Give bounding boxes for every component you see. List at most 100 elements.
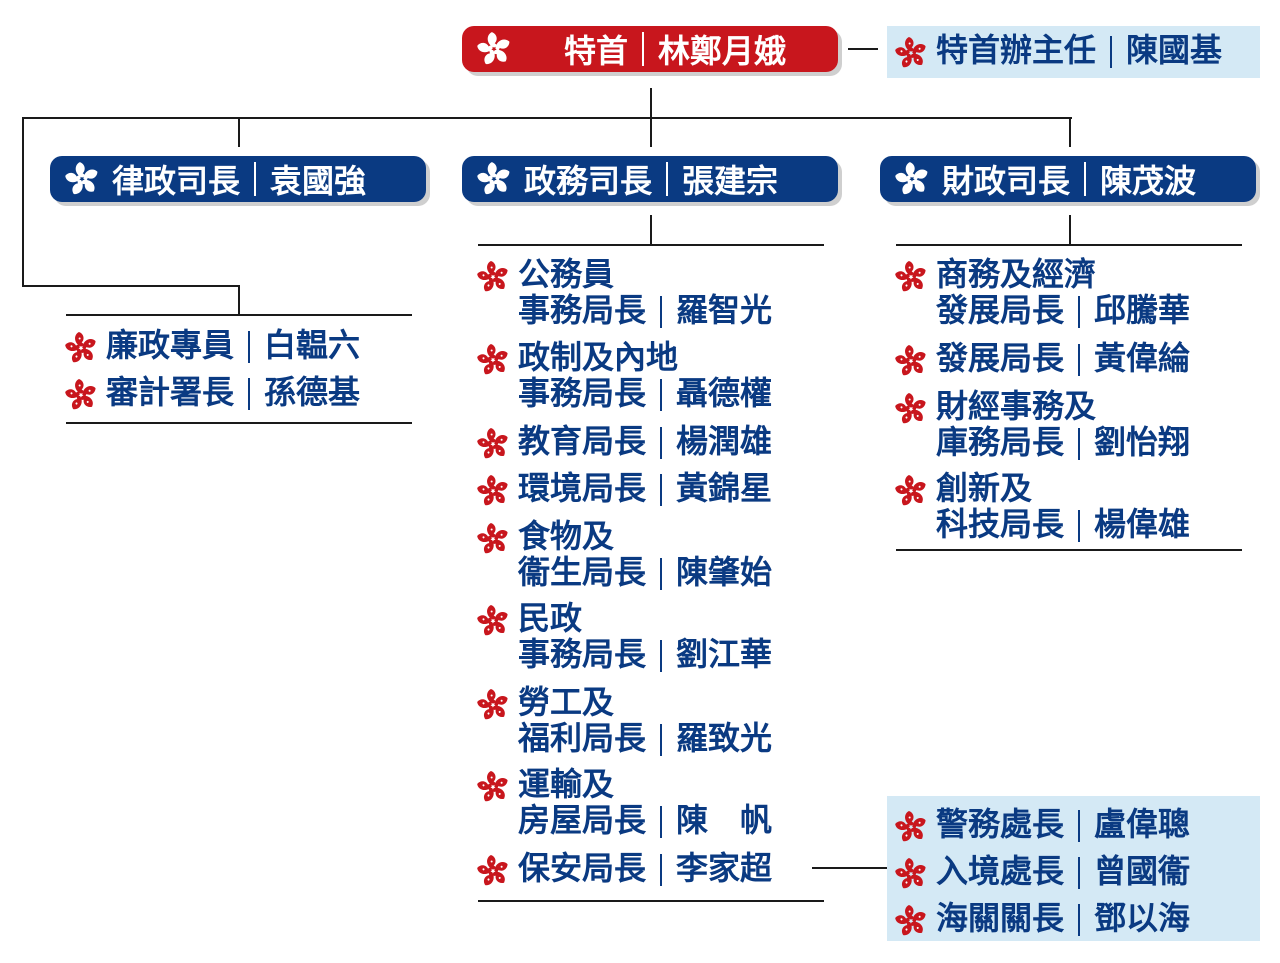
bureau-name: 楊潤雄 xyxy=(676,422,773,460)
bureau-post: 發展局長 xyxy=(936,339,1065,377)
separator xyxy=(248,331,251,363)
bureau-post: 科技局長 xyxy=(936,505,1065,543)
item-name: 白韞六 xyxy=(264,326,361,364)
bureau-post-line1: 食物及 xyxy=(518,517,615,555)
secretary-justice-box: 律政司長 袁國強 xyxy=(50,156,426,202)
bauhinia-icon xyxy=(894,161,936,197)
bureau-name: 聶德權 xyxy=(676,374,773,412)
secretary-post: 財政司長 xyxy=(942,162,1071,200)
connector-left-vertical xyxy=(22,117,24,287)
separator xyxy=(1078,857,1081,889)
fs-bureaus-bottom-rule xyxy=(896,549,1242,551)
secretary-name: 陳茂波 xyxy=(1100,162,1197,200)
item-name: 鄧以海 xyxy=(1094,899,1191,937)
item-post: 審計署長 xyxy=(106,373,235,411)
separator xyxy=(660,474,663,506)
disciplined-services-box xyxy=(887,796,1260,941)
bureau-name: 劉江華 xyxy=(676,635,773,673)
secretary-post: 律政司長 xyxy=(112,162,241,200)
bureau-post-line1: 公務員 xyxy=(518,255,615,293)
separator xyxy=(1078,810,1081,842)
bureau-post-line1: 勞工及 xyxy=(518,683,615,721)
bureau-name: 李家超 xyxy=(676,849,773,887)
separator xyxy=(660,854,663,886)
bureau-post: 發展局長 xyxy=(936,291,1065,329)
fs-bureaus-top-rule xyxy=(896,244,1242,246)
separator xyxy=(1078,344,1081,376)
connector-independent-down xyxy=(238,285,240,315)
chief-post: 特首 xyxy=(564,32,629,70)
connector-left-horizontal xyxy=(22,285,240,287)
separator xyxy=(642,32,645,66)
bureau-post-line1: 民政 xyxy=(518,599,583,637)
separator xyxy=(1078,510,1081,542)
bureau-post-line1: 運輸及 xyxy=(518,765,615,803)
cs-bureaus-bottom-rule xyxy=(478,900,824,902)
financial-secretary-box: 財政司長 陳茂波 xyxy=(880,156,1256,202)
bureau-post: 衞生局長 xyxy=(518,553,647,591)
bureau-name: 羅致光 xyxy=(676,719,773,757)
bureau-post: 事務局長 xyxy=(518,635,647,673)
separator xyxy=(1110,36,1113,68)
connector-fs-bureaus xyxy=(1069,215,1071,245)
connector-security-disciplined xyxy=(812,867,888,869)
separator xyxy=(666,162,669,196)
separator xyxy=(660,427,663,459)
bureau-name: 羅智光 xyxy=(676,291,773,329)
separator xyxy=(1078,428,1081,460)
separator xyxy=(254,162,257,196)
chief-executive-box: 特首 林鄭月娥 xyxy=(462,26,838,72)
bureau-post: 福利局長 xyxy=(518,719,647,757)
separator xyxy=(1078,296,1081,328)
bauhinia-icon xyxy=(476,31,518,67)
bureau-name: 陳 帆 xyxy=(676,801,773,839)
item-post: 入境處長 xyxy=(936,852,1065,890)
bureau-post: 教育局長 xyxy=(518,422,647,460)
separator xyxy=(660,558,663,590)
office-director-box xyxy=(887,26,1260,78)
bureau-post-line1: 創新及 xyxy=(936,469,1033,507)
item-post: 廉政專員 xyxy=(106,326,235,364)
connector-cs-down xyxy=(650,117,652,147)
bureau-post-line1: 財經事務及 xyxy=(936,387,1097,425)
bureau-post: 事務局長 xyxy=(518,291,647,329)
separator xyxy=(660,724,663,756)
bauhinia-icon xyxy=(64,161,106,197)
bureau-name: 陳肇始 xyxy=(676,553,773,591)
cs-bureaus-top-rule xyxy=(478,244,824,246)
bureau-post-line1: 政制及內地 xyxy=(518,338,679,376)
separator xyxy=(660,640,663,672)
item-post: 警務處長 xyxy=(936,805,1065,843)
bureau-post: 房屋局長 xyxy=(518,801,647,839)
independent-top-rule xyxy=(66,314,412,316)
office-post: 特首辦主任 xyxy=(936,31,1097,69)
separator xyxy=(660,296,663,328)
bureau-post: 庫務局長 xyxy=(936,423,1065,461)
independent-bottom-rule xyxy=(66,422,412,424)
bureau-name: 劉怡翔 xyxy=(1094,423,1191,461)
bureau-name: 黃錦星 xyxy=(676,469,773,507)
separator xyxy=(1084,162,1087,196)
connector-chief-office xyxy=(848,48,878,50)
secretary-post: 政務司長 xyxy=(524,162,653,200)
connector-chief-down xyxy=(650,88,652,118)
office-name: 陳國基 xyxy=(1126,31,1223,69)
item-post: 海關關長 xyxy=(936,899,1065,937)
secretary-name: 袁國強 xyxy=(270,162,367,200)
bureau-post: 事務局長 xyxy=(518,374,647,412)
chief-name: 林鄭月娥 xyxy=(658,32,787,70)
secretary-name: 張建宗 xyxy=(682,162,779,200)
bureau-name: 楊偉雄 xyxy=(1094,505,1191,543)
connector-fs-down xyxy=(1069,117,1071,147)
separator xyxy=(1078,904,1081,936)
item-name: 曾國衞 xyxy=(1094,852,1191,890)
bureau-post: 保安局長 xyxy=(518,849,647,887)
bureau-name: 黃偉綸 xyxy=(1094,339,1191,377)
item-name: 盧偉聰 xyxy=(1094,805,1191,843)
bureau-post: 環境局長 xyxy=(518,469,647,507)
separator xyxy=(660,806,663,838)
chief-secretary-box: 政務司長 張建宗 xyxy=(462,156,838,202)
bureau-name: 邱騰華 xyxy=(1094,291,1191,329)
separator xyxy=(248,378,251,410)
